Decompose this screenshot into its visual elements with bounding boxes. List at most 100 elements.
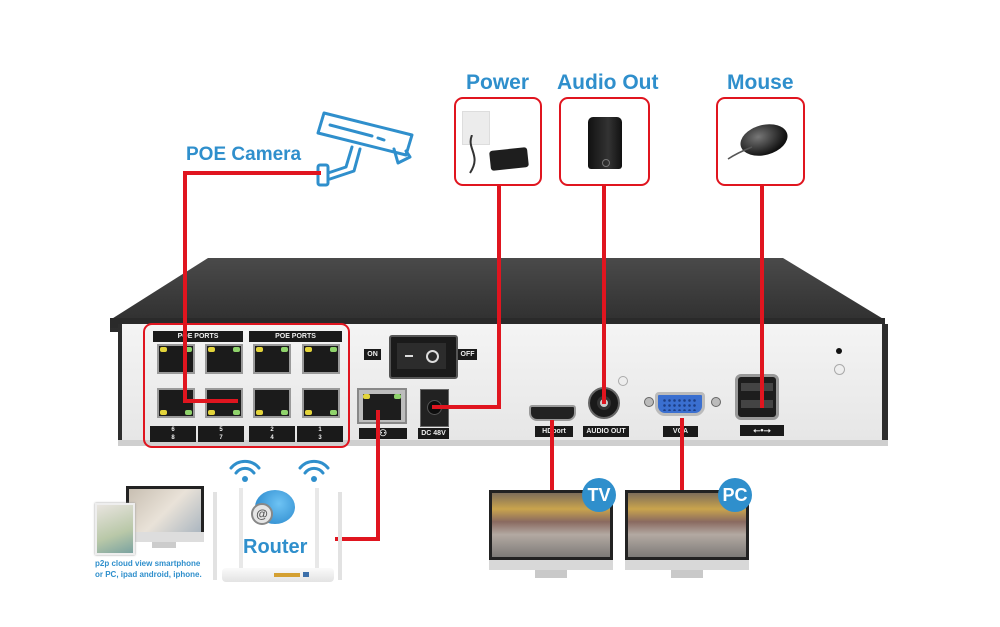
audio-device-box (559, 97, 650, 186)
poe-port-4[interactable] (253, 388, 291, 418)
vga-screw-right (711, 397, 721, 407)
p2p-caption-line2: or PC, ipad android, iphone. (95, 570, 202, 579)
poe-port-6[interactable] (157, 344, 195, 374)
mouse-wire (760, 186, 764, 408)
vga-pins (662, 398, 698, 411)
activity-led (281, 410, 288, 415)
link-led (305, 347, 312, 352)
router-body (222, 568, 334, 582)
router-label: Router (243, 536, 308, 558)
p2p-caption-line1: p2p cloud view smartphone (95, 559, 201, 568)
router-wan-port (303, 572, 309, 577)
port-number-bottom: 3 (318, 435, 322, 441)
power-wire-horizontal (432, 405, 501, 409)
nvr-bottom-edge (118, 440, 888, 446)
power-wire-vertical (497, 186, 501, 407)
switch-on-mark (405, 355, 413, 357)
activity-led (394, 394, 401, 399)
mouse-device-box (716, 97, 805, 186)
port-number-bottom: 4 (270, 435, 274, 441)
link-led (160, 347, 167, 352)
reset-hole[interactable] (836, 348, 842, 354)
usb-label: ⭠•⭢ (740, 425, 784, 436)
hdmi-port[interactable] (529, 405, 576, 421)
power-cable-icon (469, 135, 476, 174)
poe-port-3[interactable] (302, 388, 340, 418)
hdmi-label: HDport (535, 426, 573, 437)
poe-port-7[interactable] (205, 388, 243, 418)
poe-port-8[interactable] (157, 388, 195, 418)
link-led (160, 410, 167, 415)
router-antenna (213, 492, 217, 580)
port-number-top: 1 (318, 427, 322, 433)
desktop-chin (126, 532, 204, 542)
activity-led (330, 347, 337, 352)
poe-port-5[interactable] (205, 344, 243, 374)
mouse-label: Mouse (727, 71, 794, 94)
power-device-box (454, 97, 542, 186)
pc-badge: PC (718, 478, 752, 512)
port-number-top: 6 (171, 427, 175, 433)
usb-ports[interactable] (735, 374, 779, 420)
tv-monitor-stand (535, 570, 567, 578)
dc-48v-label: DC 48V (418, 428, 449, 439)
router-wire-horizontal (335, 537, 380, 541)
port-number-top: 5 (219, 427, 223, 433)
activity-led (185, 347, 192, 352)
at-sign-icon: @ (251, 503, 273, 525)
router-wire-vertical (376, 410, 380, 540)
link-led (363, 394, 370, 399)
audio-wire (602, 186, 606, 404)
router-antenna (338, 492, 342, 580)
activity-led (185, 410, 192, 415)
link-led (208, 410, 215, 415)
router-antenna (315, 488, 319, 570)
usb-port-bottom[interactable] (741, 400, 773, 408)
lan-label: ⚇ (359, 428, 407, 439)
audio-out-jack[interactable] (588, 387, 620, 419)
vga-port[interactable] (655, 392, 705, 416)
tv-monitor-chin (489, 560, 613, 570)
case-screw-icon (834, 364, 845, 375)
link-led (256, 410, 263, 415)
camera-wire-vertical (183, 172, 187, 402)
camera-wire-to-port (183, 399, 238, 403)
poe-camera-label: POE Camera (186, 144, 302, 165)
router-antenna (239, 488, 243, 570)
desktop-stand (152, 542, 176, 548)
wifi-icon-left (229, 459, 261, 482)
lan-port[interactable] (357, 388, 407, 424)
tablet-icon (95, 503, 135, 555)
power-adapter-icon (489, 147, 529, 171)
activity-led (281, 347, 288, 352)
port-number-bottom: 7 (219, 435, 223, 441)
link-led (208, 347, 215, 352)
switch-off-label: OFF (458, 349, 477, 360)
switch-on-label: ON (364, 349, 381, 360)
vga-screw-left (644, 397, 654, 407)
wall-outlet-icon (462, 111, 490, 145)
power-label: Power (466, 71, 530, 94)
activity-led (330, 410, 337, 415)
ground-screw-icon (618, 376, 628, 386)
switch-off-mark (426, 350, 439, 363)
audio-out-port-label: AUDIO OUT (583, 426, 629, 437)
link-led (305, 410, 312, 415)
desktop-monitor-icon (126, 486, 204, 538)
mouse-cable-icon (727, 146, 753, 160)
poe-ports-highlight (143, 323, 350, 448)
tv-wire (550, 420, 554, 492)
activity-led (233, 410, 240, 415)
poe-port-2[interactable] (253, 344, 291, 374)
p2p-caption: p2p cloud view smartphone or PC, ipad an… (95, 558, 202, 580)
speaker-icon (588, 117, 622, 169)
poe-port-1[interactable] (302, 344, 340, 374)
router-lan-ports (274, 573, 300, 577)
usb-port-top[interactable] (741, 383, 773, 391)
pc-monitor-screen (625, 490, 749, 560)
power-switch[interactable] (389, 335, 458, 379)
